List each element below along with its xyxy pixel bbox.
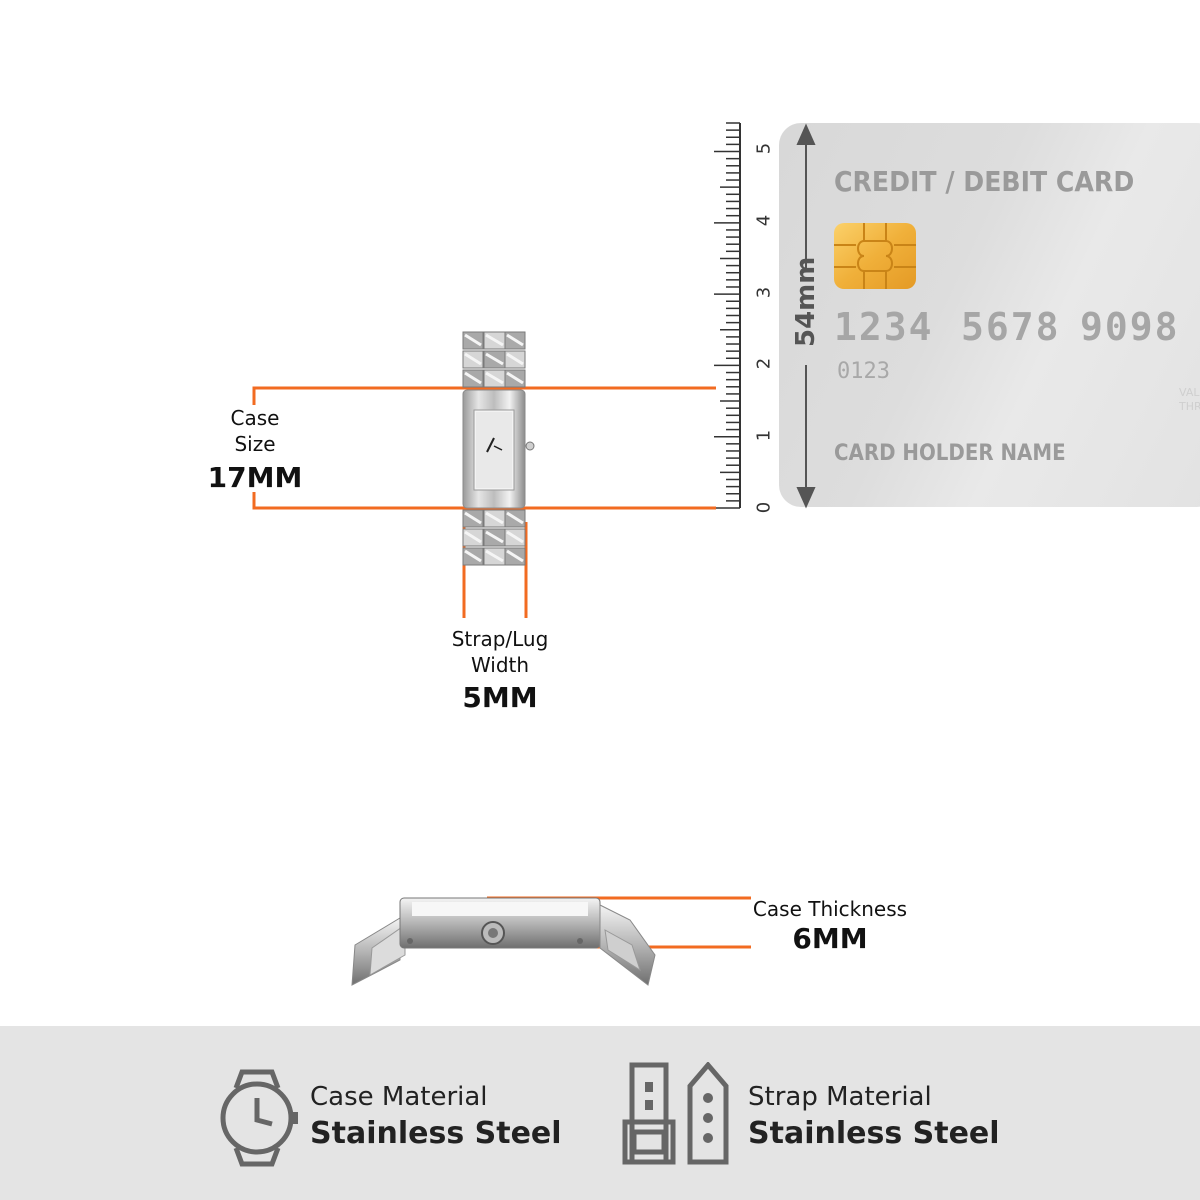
bracelet-link-highlight bbox=[464, 371, 482, 385]
features-footer: Case Material Stainless Steel Strap Mate… bbox=[0, 1026, 1200, 1200]
card-holder-name: CARD HOLDER NAME bbox=[834, 441, 1066, 466]
bracelet-link-highlight bbox=[485, 371, 504, 385]
bracelet-link-highlight bbox=[485, 549, 504, 563]
bracelet-link-highlight bbox=[506, 333, 524, 347]
bracelet-link-highlight bbox=[485, 352, 504, 366]
card-valid-line2: THR bbox=[1179, 400, 1200, 413]
bracelet-link-highlight bbox=[464, 333, 482, 347]
card-height-arrow bbox=[796, 123, 816, 509]
credit-card: CREDIT / DEBIT CARD 1234 5678 9098 0123 … bbox=[779, 123, 1200, 507]
strap-width-value: 5MM bbox=[462, 681, 538, 714]
case-size-value: 17MM bbox=[207, 461, 303, 494]
ruler-tick-label: 2 bbox=[753, 357, 775, 370]
strap-width-label-line1: Strap/Lug bbox=[451, 627, 549, 651]
bracelet-link-highlight bbox=[506, 371, 524, 385]
card-title: CREDIT / DEBIT CARD bbox=[834, 165, 1135, 198]
card-small-number: 0123 bbox=[837, 359, 890, 384]
card-number-group-3: 9098 bbox=[1080, 305, 1180, 349]
bracelet-link-highlight bbox=[506, 511, 524, 525]
strap-width-label-line2: Width bbox=[470, 653, 530, 677]
strap-material-title: Strap Material bbox=[748, 1082, 932, 1112]
bracelet-link-highlight bbox=[506, 549, 524, 563]
card-valid-line1: VAL bbox=[1179, 386, 1200, 399]
card-chip-icon bbox=[834, 223, 916, 289]
ruler-tick-label: 3 bbox=[753, 286, 775, 299]
ruler bbox=[714, 122, 741, 509]
case-size-label-line1: Case bbox=[230, 406, 280, 430]
watch-front-illustration bbox=[462, 331, 535, 566]
bracelet-link-highlight bbox=[464, 530, 482, 544]
bracelet-link-highlight bbox=[485, 530, 504, 544]
strap-icon bbox=[622, 1061, 742, 1168]
card-number-group-2: 5678 bbox=[961, 305, 1061, 349]
case-material-value: Stainless Steel bbox=[310, 1116, 562, 1151]
bracelet-link-highlight bbox=[464, 549, 482, 563]
bracelet-link-highlight bbox=[485, 333, 504, 347]
bracelet-link-highlight bbox=[506, 352, 524, 366]
watch-side-illustration bbox=[351, 897, 656, 986]
case-size-label-line2: Size bbox=[234, 432, 276, 456]
ruler-tick-label: 5 bbox=[753, 142, 775, 155]
case-thickness-value: 6MM bbox=[792, 922, 868, 955]
bracelet-link-highlight bbox=[464, 511, 482, 525]
strap-material-value: Stainless Steel bbox=[748, 1116, 1000, 1151]
bracelet-link-highlight bbox=[464, 352, 482, 366]
ruler-tick-label: 0 bbox=[753, 501, 775, 514]
card-height-label: 54mm bbox=[791, 256, 821, 347]
case-size-guides bbox=[252, 386, 716, 510]
card-number-group-1: 1234 bbox=[834, 305, 934, 349]
bracelet-link-highlight bbox=[485, 511, 504, 525]
ruler-tick-label: 1 bbox=[753, 429, 775, 442]
watch-icon bbox=[214, 1068, 300, 1168]
ruler-tick-label: 4 bbox=[753, 214, 775, 227]
bracelet-link-highlight bbox=[506, 530, 524, 544]
case-thickness-label: Case Thickness bbox=[752, 897, 908, 921]
case-material-title: Case Material bbox=[310, 1082, 488, 1112]
